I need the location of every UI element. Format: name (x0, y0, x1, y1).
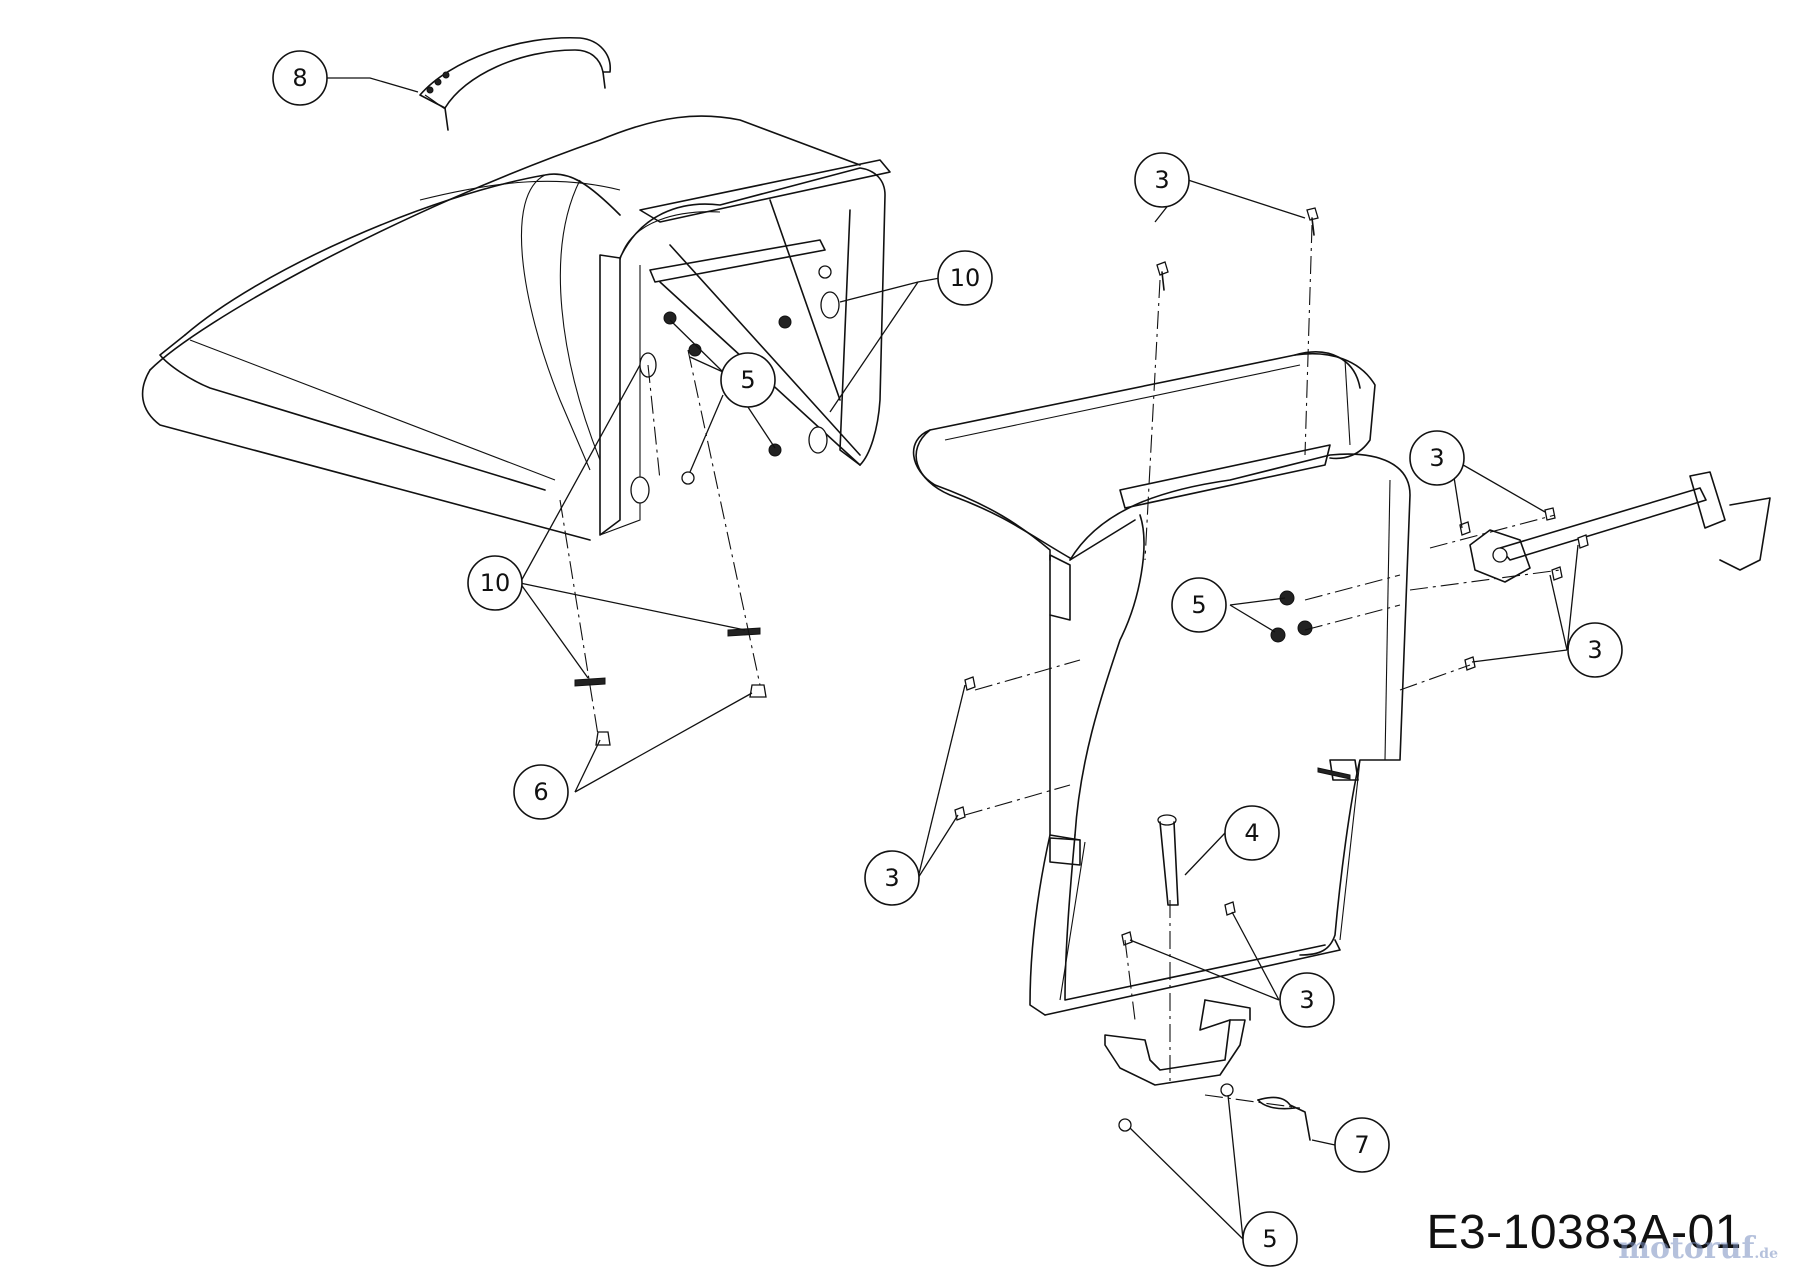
clevis-pin (1157, 814, 1179, 906)
drawing-code: E3-10383A-01 (1426, 1206, 1742, 1259)
callout-3-frame-left: 3 (864, 850, 920, 906)
callout-6: 6 (513, 764, 569, 820)
svg-text:10: 10 (480, 569, 511, 597)
svg-text:4: 4 (1244, 819, 1259, 847)
callout-3-rod-top: 3 (1409, 430, 1465, 486)
svg-text:7: 7 (1354, 1131, 1369, 1159)
callout-4: 4 (1224, 805, 1280, 861)
callout-10-right: 10 (937, 250, 993, 306)
svg-text:5: 5 (1262, 1225, 1277, 1253)
watermark-logo: motoruf.de (1618, 1231, 1778, 1266)
callout-7: 7 (1334, 1117, 1390, 1173)
left-hardware (559, 265, 840, 746)
hairpin-clip (1257, 1096, 1311, 1141)
callout-8: 8 (272, 50, 328, 106)
callout-5-bottom: 5 (1242, 1211, 1298, 1267)
callout-3-top: 3 (1134, 152, 1190, 208)
alignment-lines (964, 224, 1561, 1109)
svg-text:3: 3 (1154, 166, 1169, 194)
grass-catcher-bag (141, 115, 861, 541)
rod-assembly (1469, 471, 1771, 583)
callout-10-left: 10 (467, 555, 523, 611)
right-hardware (954, 207, 1589, 1132)
callout-3-rod-bottom: 3 (1567, 622, 1623, 678)
svg-text:3: 3 (884, 864, 899, 892)
svg-text:8: 8 (292, 64, 307, 92)
svg-text:3: 3 (1429, 444, 1444, 472)
callout-5-left: 5 (720, 352, 776, 408)
watermark-tld: .de (1754, 1246, 1778, 1262)
svg-text:3: 3 (1299, 986, 1314, 1014)
mounting-frame (912, 351, 1411, 1016)
svg-text:10: 10 (950, 264, 981, 292)
lower-bracket (1104, 999, 1251, 1086)
bag-handle (419, 36, 611, 131)
leader-lines (327, 77, 1579, 1240)
svg-text:5: 5 (1191, 591, 1206, 619)
svg-text:6: 6 (533, 778, 548, 806)
callout-5-frame: 5 (1171, 577, 1227, 633)
watermark-text: motoruf (1618, 1231, 1755, 1266)
svg-text:5: 5 (740, 366, 755, 394)
callout-3-frame-bottom: 3 (1279, 972, 1335, 1028)
svg-text:3: 3 (1587, 636, 1602, 664)
